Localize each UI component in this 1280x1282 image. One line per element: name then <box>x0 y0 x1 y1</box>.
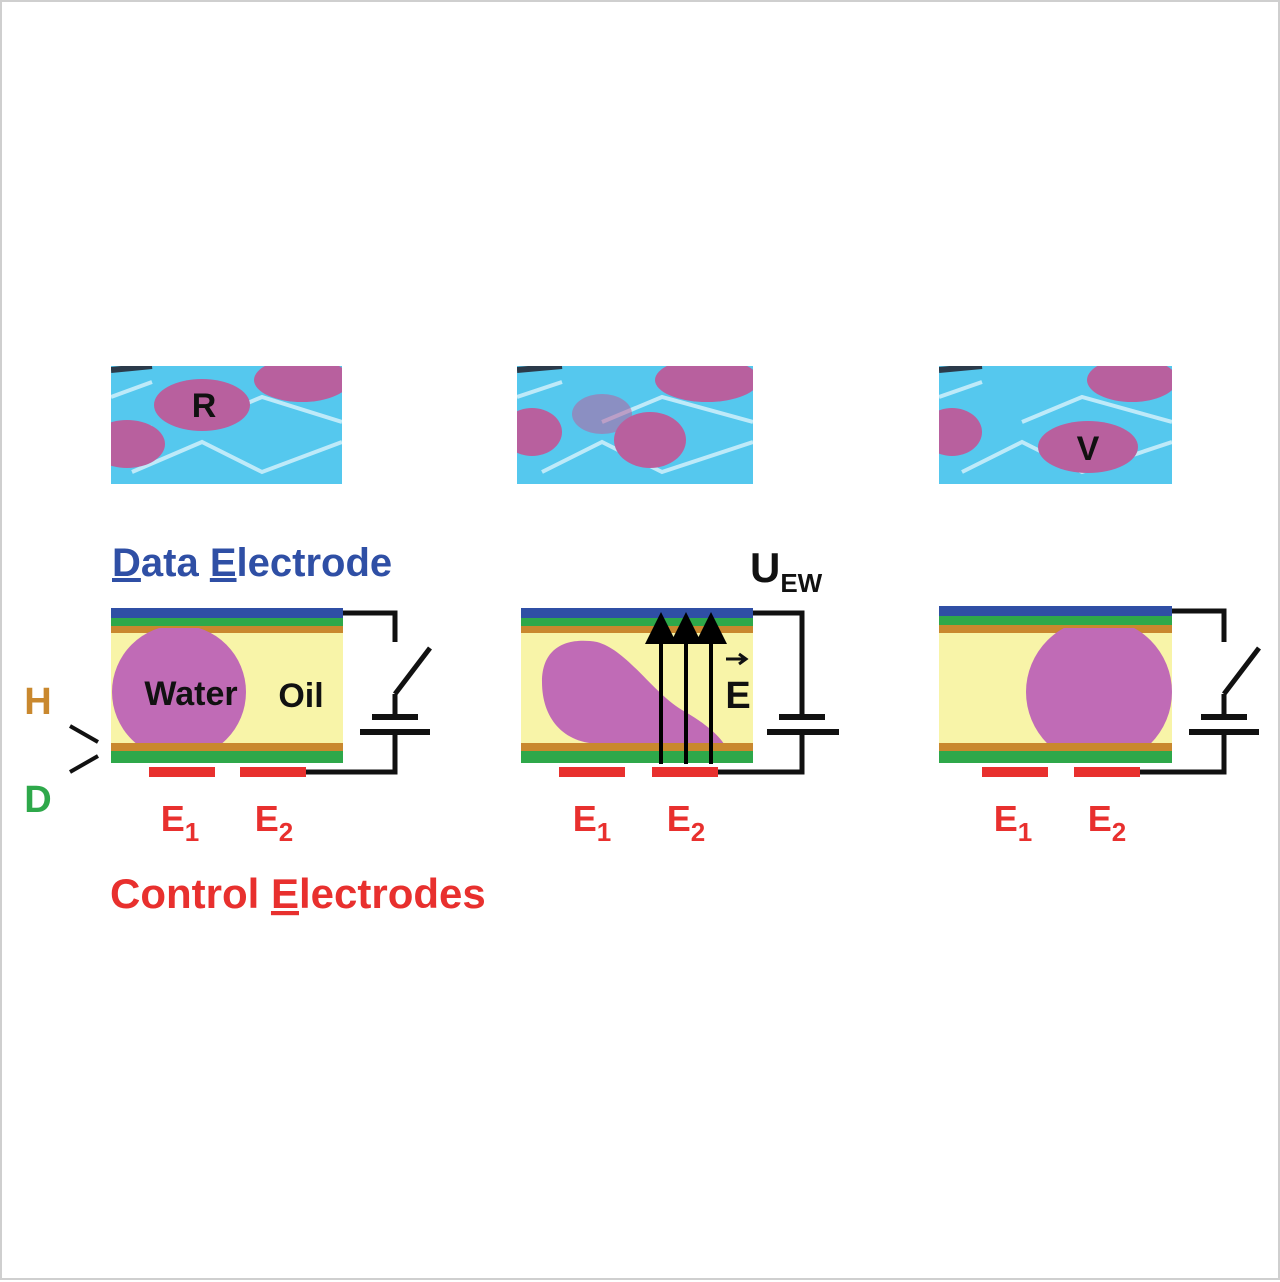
dielectric-layer-top <box>521 618 753 626</box>
electrode-label-e2: E2 <box>1088 798 1126 847</box>
hydrophobic-layer-bottom <box>521 743 753 751</box>
dielectric-layer-top <box>939 616 1172 625</box>
battery-plate-short <box>372 714 418 720</box>
electrode-label-e1: E1 <box>573 798 611 847</box>
open-switch <box>1222 646 1261 696</box>
open-switch <box>393 646 432 696</box>
d-label: D <box>24 779 51 821</box>
vector-arrow-icon <box>726 652 749 666</box>
droplet-v <box>1038 421 1138 473</box>
droplet-label-v: V <box>1077 430 1100 468</box>
data-electrode-title: Data Electrode <box>112 541 392 585</box>
water-droplet <box>1026 628 1172 744</box>
control-electrode-e1 <box>982 767 1048 777</box>
photo-panel-1: R <box>111 366 342 484</box>
battery-plate-short <box>1201 714 1247 720</box>
data-electrode-layer <box>521 608 753 618</box>
dielectric-layer-top <box>111 618 343 626</box>
data-electrode-layer <box>939 606 1172 616</box>
dielectric-layer-bottom <box>111 751 343 763</box>
data-electrode-layer <box>111 608 343 618</box>
field-label: E <box>725 675 750 717</box>
control-electrodes-title: Control Electrodes <box>110 870 486 917</box>
electrode-label-e1: E1 <box>994 798 1032 847</box>
battery-plate-long <box>1189 729 1259 735</box>
photo-panel-3: V <box>939 366 1172 484</box>
battery-plate-short <box>779 714 825 720</box>
control-electrode-e2 <box>240 767 306 777</box>
droplet-moving <box>614 412 686 468</box>
hydrophobic-layer-top <box>521 626 753 633</box>
control-electrode-e1 <box>559 767 625 777</box>
water-droplet-deformed <box>542 640 724 744</box>
h-label: H <box>24 681 51 723</box>
electrode-label-e1: E1 <box>161 798 199 847</box>
control-electrode-e2 <box>652 767 718 777</box>
control-electrode-e1 <box>149 767 215 777</box>
oil-label: Oil <box>278 677 323 715</box>
hydrophobic-layer-top <box>111 626 343 633</box>
battery-plate-long <box>360 729 430 735</box>
cell-panel-1: Water Oil E1 E2 <box>111 608 432 847</box>
droplet-r <box>154 379 250 431</box>
hydrophobic-layer-top <box>939 625 1172 633</box>
voltage-label: UEW <box>750 544 823 598</box>
cell-panel-3: E1 E2 <box>939 606 1261 847</box>
battery-plate-long <box>767 729 839 735</box>
dielectric-layer-bottom <box>521 751 753 763</box>
layer-pointer <box>69 724 99 774</box>
hydrophobic-layer-bottom <box>111 743 343 751</box>
electrode-label-e2: E2 <box>667 798 705 847</box>
hydrophobic-layer-bottom <box>939 743 1172 751</box>
droplet-label-r: R <box>192 387 217 425</box>
circuit-wire <box>718 610 805 775</box>
cell-panel-2: E UEW E1 E2 <box>521 544 839 847</box>
control-electrode-e2 <box>1074 767 1140 777</box>
electrode-label-e2: E2 <box>255 798 293 847</box>
dielectric-layer-bottom <box>939 751 1172 763</box>
water-label: Water <box>144 675 237 713</box>
photo-panel-2 <box>517 366 753 484</box>
field-arrows <box>645 612 727 764</box>
water-droplet <box>112 628 246 744</box>
